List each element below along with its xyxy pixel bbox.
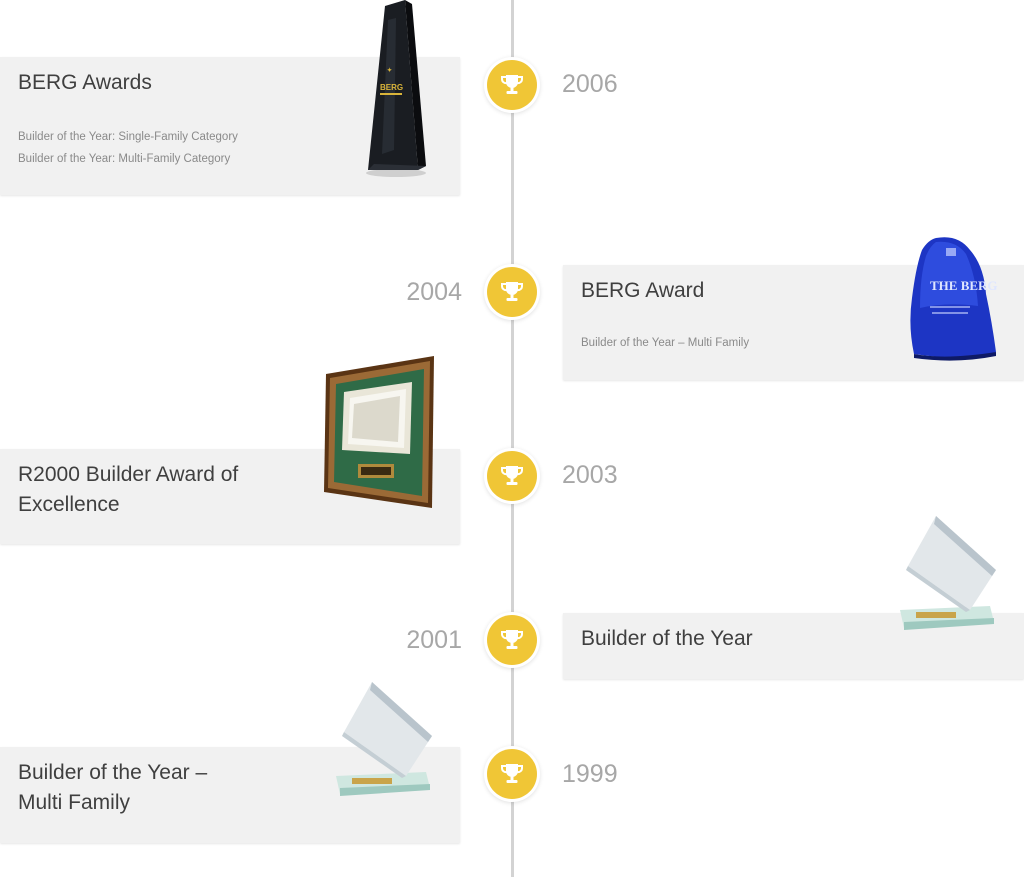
- timeline-marker-2004: [484, 264, 540, 320]
- glass-diamond-award-image: [336, 682, 432, 796]
- timeline-axis: [511, 0, 514, 877]
- framed-plaque-image: [324, 356, 434, 508]
- trophy-icon: [501, 282, 523, 301]
- award-year: 2001: [406, 626, 462, 654]
- obelisk-trophy-image: ✦ BERG: [366, 0, 426, 177]
- award-detail: Builder of the Year – Multi Family: [581, 337, 750, 349]
- marker-badge: [487, 451, 537, 501]
- award-year: 1999: [562, 760, 618, 788]
- trophy-icon: [501, 75, 523, 94]
- award-title: R2000 Builder Award of Excellence: [18, 463, 239, 516]
- award-title: Builder of the Year: [581, 627, 753, 650]
- award-title: BERG Awards: [18, 71, 152, 94]
- award-year: 2006: [562, 70, 618, 98]
- svg-text:BERG: BERG: [380, 83, 403, 92]
- timeline-marker-2001: [484, 612, 540, 668]
- trophy-engraving: THE BERGS: [930, 278, 998, 293]
- timeline-marker-2003: [484, 448, 540, 504]
- blue-glass-trophy-image: THE BERGS: [910, 237, 998, 361]
- trophy-icon: [501, 466, 523, 485]
- award-year: 2004: [406, 278, 462, 306]
- award-card-2003: R2000 Builder Award of Excellence: [0, 449, 460, 544]
- trophy-icon: [501, 630, 523, 649]
- award-detail: Builder of the Year: Single-Family Categ…: [18, 131, 238, 143]
- award-title: Builder of the Year – Multi Family: [18, 761, 208, 814]
- trophy-icon: [501, 764, 523, 783]
- marker-badge: [487, 60, 537, 110]
- timeline-marker-2006: [484, 57, 540, 113]
- award-title: BERG Award: [581, 279, 705, 302]
- marker-badge: [487, 749, 537, 799]
- svg-text:✦: ✦: [387, 67, 392, 74]
- marker-badge: [487, 615, 537, 665]
- marker-badge: [487, 267, 537, 317]
- glass-diamond-award-image: [900, 516, 996, 630]
- award-detail: Builder of the Year: Multi-Family Catego…: [18, 153, 231, 165]
- award-year: 2003: [562, 461, 618, 489]
- timeline-marker-1999: [484, 746, 540, 802]
